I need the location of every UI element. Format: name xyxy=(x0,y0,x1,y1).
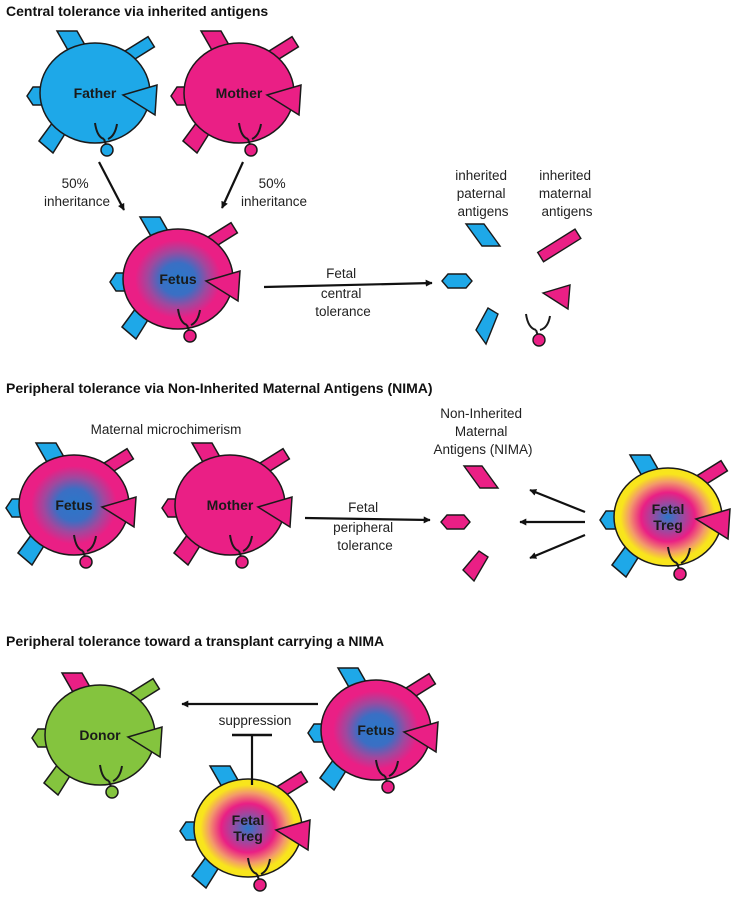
maternal-microchimerism-label: Maternal microchimerism xyxy=(91,422,242,437)
paternal-hexagon-antigen xyxy=(441,273,473,289)
fetal-central-tolerance-label: Fetal central tolerance xyxy=(315,266,371,319)
receptor-antigen xyxy=(381,780,395,794)
fetus-cell-transplant: Fetus xyxy=(307,667,439,794)
father-cell-label: Father xyxy=(74,85,117,101)
triangle-antigen xyxy=(100,495,137,529)
fetus-cell-microchimerism: Fetus xyxy=(5,442,137,569)
inherited-maternal-label: inherited maternal antigens xyxy=(539,168,595,219)
receptor-antigen xyxy=(673,567,687,581)
maternal-receptor-antigen xyxy=(525,313,551,347)
labels-layer: 50% inheritance 50% inheritance inherite… xyxy=(44,168,595,728)
section-title-central: Central tolerance via inherited antigens xyxy=(6,3,268,19)
paternal-parallelogram-antigen xyxy=(464,223,502,247)
treg-to-nima-top-arrow xyxy=(529,488,586,514)
receptor-antigen xyxy=(100,143,114,157)
inherited-paternal-label: inherited paternal antigens xyxy=(455,168,511,219)
triangle-antigen xyxy=(274,818,311,852)
mother-cell-label: Mother xyxy=(216,85,263,101)
triangle-antigen xyxy=(402,720,439,754)
fetus-cell-central-label: Fetus xyxy=(159,271,197,287)
arrows-layer xyxy=(98,161,586,785)
receptor-antigen xyxy=(105,785,119,799)
fetus-cell-microchimerism-label: Fetus xyxy=(55,497,93,513)
triangle-antigen xyxy=(204,269,241,303)
triangle-antigen xyxy=(121,83,158,117)
receptor-antigen xyxy=(183,329,197,343)
inheritance-left-label: 50% inheritance xyxy=(44,176,110,209)
suppression-label: suppression xyxy=(219,713,292,728)
receptor-antigen xyxy=(244,143,258,157)
mother-cell-microchimerism-label: Mother xyxy=(207,497,254,513)
nima-parallelogram-antigen xyxy=(462,465,500,489)
section-title-nima: Peripheral tolerance via Non-Inherited M… xyxy=(6,380,433,396)
inheritance-right-label: 50% inheritance xyxy=(241,176,307,209)
receptor-antigen xyxy=(253,878,267,892)
donor-cell: Donor xyxy=(31,672,163,799)
mother-cell-microchimerism: Mother xyxy=(161,442,293,569)
triangle-antigen xyxy=(126,725,163,759)
mother-cell: Mother xyxy=(170,30,302,157)
peripheral-tolerance-arrow xyxy=(304,516,431,524)
triangle-antigen xyxy=(694,507,731,541)
triangle-antigen xyxy=(265,83,302,117)
mother-to-fetus-arrow xyxy=(220,161,245,209)
section-title-transplant: Peripheral tolerance toward a transplant… xyxy=(6,633,384,649)
free-antigens-layer xyxy=(440,223,582,583)
nima-hexagon-antigen xyxy=(440,514,471,530)
triangle-antigen xyxy=(256,495,293,529)
nima-trapezoid-antigen xyxy=(462,550,489,583)
donor-cell-label: Donor xyxy=(79,727,121,743)
maternal-bar-antigen xyxy=(536,228,582,263)
treg-to-nima-bottom-arrow xyxy=(529,533,586,560)
receptor-antigen xyxy=(79,555,93,569)
fetal-peripheral-tolerance-label: Fetal peripheral tolerance xyxy=(333,500,397,553)
fetus-cell-central: Fetus xyxy=(109,216,241,343)
fetus-cell-transplant-label: Fetus xyxy=(357,722,395,738)
maternal-triangle-antigen xyxy=(541,284,571,311)
father-to-fetus-arrow xyxy=(98,161,125,211)
central-tolerance-arrow xyxy=(263,279,433,289)
paternal-trapezoid-antigen xyxy=(475,307,499,346)
receptor-antigen xyxy=(235,555,249,569)
father-cell: Father xyxy=(26,30,158,157)
nima-label: Non-Inherited Maternal Antigens (NIMA) xyxy=(433,406,532,457)
